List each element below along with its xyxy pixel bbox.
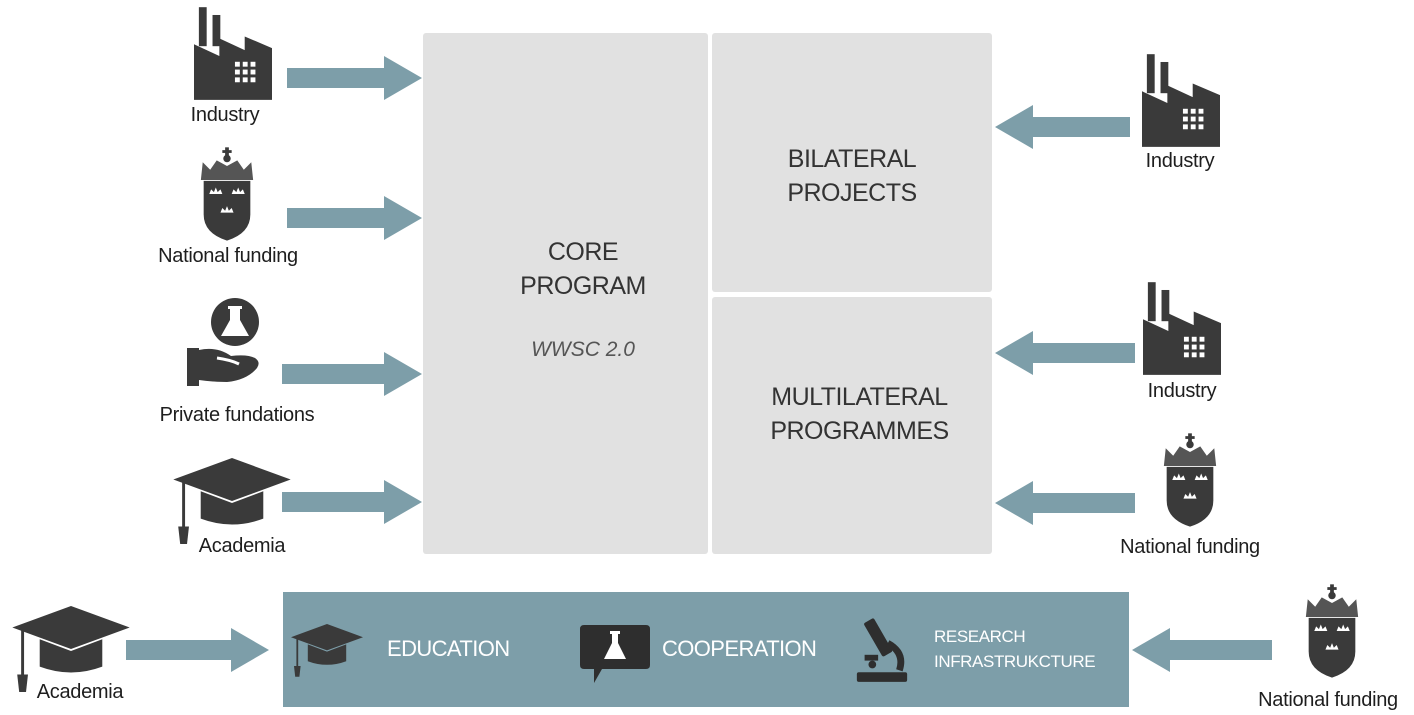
factory-icon: [1142, 54, 1220, 147]
left-source-industry-label: Industry: [190, 104, 260, 126]
arrow-left-icon: [995, 481, 1135, 525]
core-program-title: CORE PROGRAM: [520, 238, 646, 300]
arrow-right-icon: [282, 352, 422, 396]
right-source-industry-2-label: Industry: [1147, 380, 1217, 402]
arrow-left-icon: [995, 331, 1135, 375]
left-source-private-fundations-label: Private fundations: [159, 404, 315, 426]
crown-shield-icon: [1304, 583, 1360, 679]
microscope-icon: [853, 614, 911, 684]
bottom-infrastructure-band: EDUCATION COOPERATION RESEARCH INFRASTRU…: [283, 592, 1129, 707]
research-infrastrukcture-label: RESEARCH INFRASTRUKCTURE: [934, 627, 1096, 671]
bottom-academia-label: Academia: [36, 681, 124, 703]
multilateral-programmes-title: MULTILATERAL PROGRAMMES: [770, 383, 949, 445]
core-program-box: CORE PROGRAM WWSC 2.0: [423, 33, 708, 554]
crown-shield-icon: [199, 146, 255, 242]
speech-bubble-flask-icon: [580, 625, 650, 685]
right-source-industry-label: Industry: [1145, 150, 1215, 172]
graduation-cap-icon: [172, 458, 292, 546]
multilateral-programmes-box: MULTILATERAL PROGRAMMES: [712, 297, 992, 554]
arrow-right-icon: [126, 628, 269, 672]
left-source-academia-label: Academia: [198, 535, 286, 557]
bilateral-projects-box: BILATERAL PROJECTS: [712, 33, 992, 292]
bottom-national-funding-label: National funding: [1258, 689, 1398, 711]
crown-shield-icon: [1162, 432, 1218, 528]
arrow-right-icon: [287, 196, 422, 240]
education-label: EDUCATION: [387, 636, 510, 661]
arrow-left-icon: [995, 105, 1130, 149]
cooperation-label: COOPERATION: [662, 636, 817, 661]
core-program-subtitle: WWSC 2.0: [531, 338, 635, 361]
graduation-cap-icon: [291, 624, 363, 678]
arrow-left-icon: [1132, 628, 1272, 672]
arrow-right-icon: [287, 56, 422, 100]
left-source-national-funding-label: National funding: [158, 245, 298, 267]
factory-icon: [194, 7, 272, 100]
arrow-right-icon: [282, 480, 422, 524]
bilateral-projects-title: BILATERAL PROJECTS: [787, 145, 917, 207]
right-source-national-funding-label: National funding: [1120, 536, 1260, 558]
factory-icon: [1143, 282, 1221, 375]
hand-flask-icon: [187, 298, 267, 388]
